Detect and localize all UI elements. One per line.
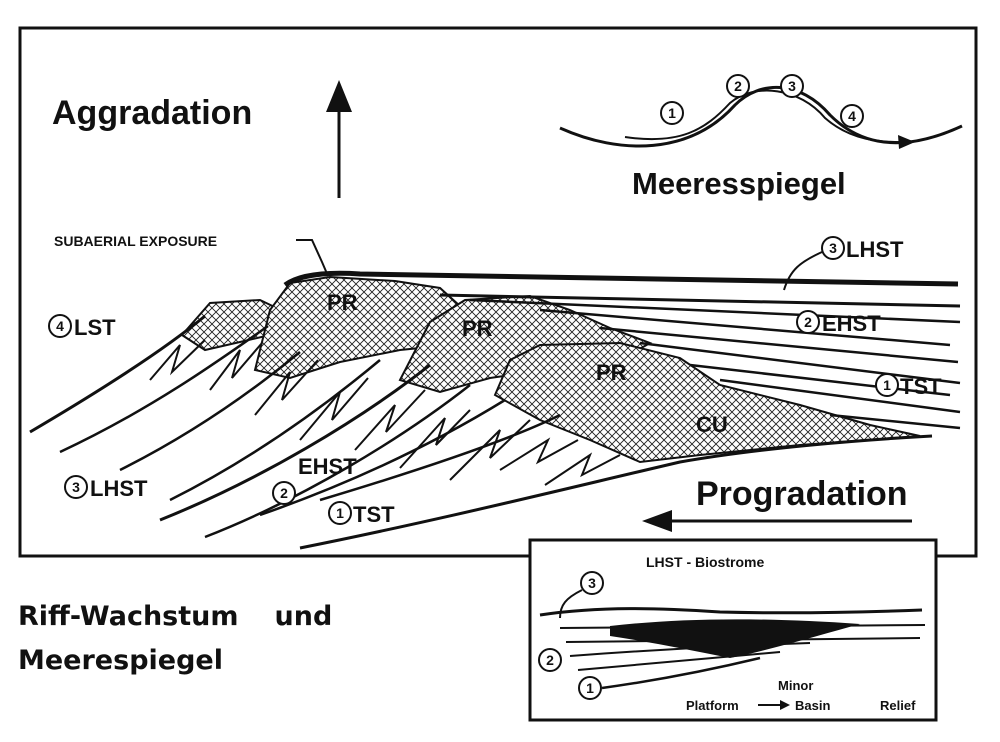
reef-pr-1-label: PR <box>327 290 358 315</box>
sea-level-marker-1: 1 <box>660 101 684 125</box>
aggradation-arrow <box>326 80 352 198</box>
inset-leader-3 <box>559 589 583 619</box>
inset-biostrome-body <box>610 619 860 658</box>
svg-text:LST: LST <box>74 315 116 340</box>
tst-bottom-label: 1 TST <box>328 501 395 527</box>
lhst-left-label: 3 LHST <box>64 475 148 501</box>
progradation-label: Progradation <box>696 475 908 513</box>
svg-text:2: 2 <box>804 314 812 330</box>
inset-marker-1: 1 <box>578 676 602 700</box>
svg-text:LHST: LHST <box>90 476 148 501</box>
subaerial-exposure-leader <box>296 239 329 277</box>
svg-text:TST: TST <box>353 502 395 527</box>
reef-pr-2 <box>398 294 653 394</box>
svg-text:3: 3 <box>829 240 837 256</box>
svg-text:2: 2 <box>280 485 288 501</box>
progradation-arrow <box>642 510 912 532</box>
reef-pr-1 <box>253 275 472 380</box>
lhst-top-leader <box>783 251 823 291</box>
inset-marker-2: 2 <box>538 648 562 672</box>
reef-bodies <box>180 275 921 464</box>
inset-marker-3: 3 <box>580 571 604 595</box>
svg-text:3: 3 <box>588 575 596 591</box>
svg-text:1: 1 <box>883 377 891 393</box>
caption-line-1a: Riff-Wachstum <box>18 601 239 632</box>
svg-text:1: 1 <box>336 505 344 521</box>
svg-text:TST: TST <box>900 374 942 399</box>
lst-label: 4 LST <box>48 314 116 340</box>
sea-level-curve <box>559 85 963 149</box>
reef-pr-cu <box>493 341 921 464</box>
aggradation-label: Aggradation <box>52 94 252 132</box>
svg-text:2: 2 <box>734 78 742 94</box>
inset-platform-label: Platform <box>686 698 739 713</box>
lhst-top-label: 3 LHST <box>821 236 904 262</box>
svg-text:2: 2 <box>546 652 554 668</box>
reef-pr-2-label: PR <box>462 316 493 341</box>
inset-title: LHST - Biostrome <box>646 554 764 570</box>
main-frame <box>18 26 978 558</box>
svg-text:3: 3 <box>72 479 80 495</box>
sea-level-marker-4: 4 <box>840 104 864 128</box>
svg-text:EHST: EHST <box>822 311 881 336</box>
inset-basin-arrow <box>758 700 790 710</box>
inset-basin-label: Basin <box>795 698 830 713</box>
caption-line-1: Riff-Wachstum und <box>18 600 332 634</box>
caption-line-2: Meerespiegel <box>18 645 223 676</box>
ehst-mid-label: EHST 2 <box>272 454 357 505</box>
reef-pr-3-label: PR <box>596 360 627 385</box>
svg-text:1: 1 <box>586 680 594 696</box>
reef-cu-label: CU <box>696 412 728 437</box>
svg-text:4: 4 <box>848 108 856 124</box>
ehst-right-label: 2 EHST <box>796 310 881 336</box>
sea-level-label: Meeresspiegel <box>632 166 846 201</box>
sea-level-marker-2: 2 <box>726 74 750 98</box>
svg-text:1: 1 <box>668 105 676 121</box>
tst-right-label: 1 TST <box>875 373 942 399</box>
caption-line-1b: und <box>274 601 333 632</box>
stratigraphic-lines <box>29 270 961 550</box>
svg-text:EHST: EHST <box>298 454 357 479</box>
inset-relief-label: Relief <box>880 698 916 713</box>
inset-minor-label: Minor <box>778 678 813 693</box>
subaerial-exposure-label: SUBAERIAL EXPOSURE <box>54 233 217 249</box>
svg-text:3: 3 <box>788 78 796 94</box>
svg-text:LHST: LHST <box>846 237 904 262</box>
sea-level-marker-3: 3 <box>780 74 804 98</box>
svg-text:4: 4 <box>56 318 64 334</box>
